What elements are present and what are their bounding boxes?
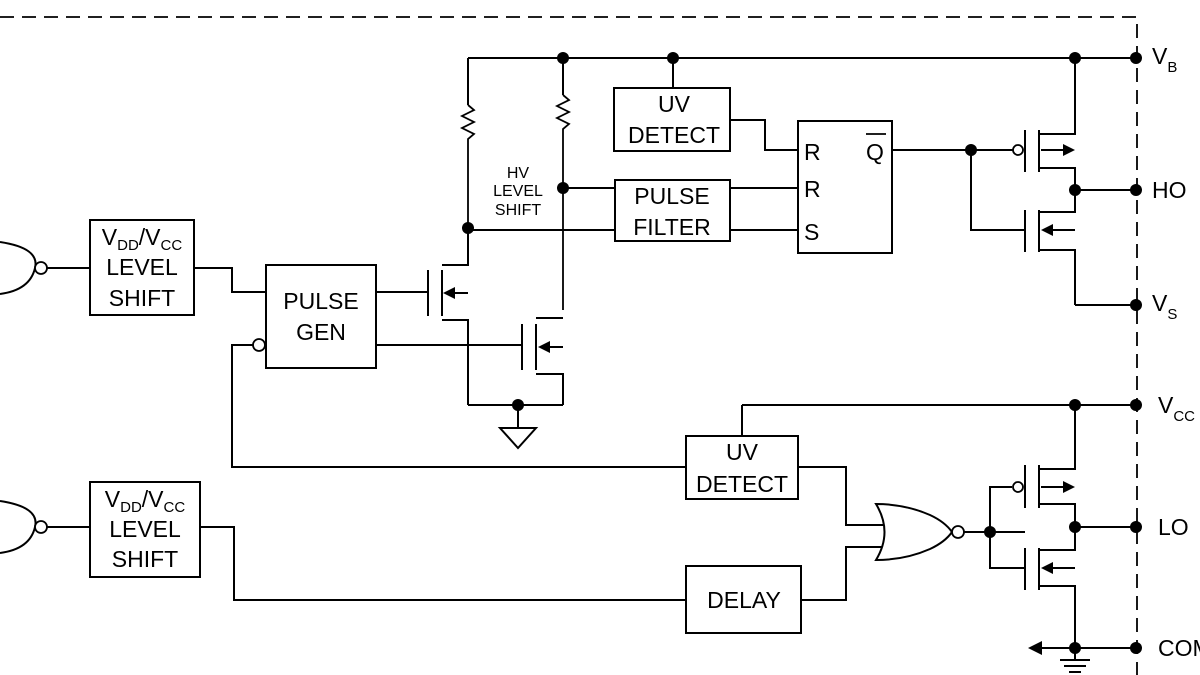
pin-vs: VS [1130, 290, 1177, 323]
latch-r1: R [804, 139, 821, 165]
pin-ho: HO [1130, 177, 1187, 203]
svg-text:VCC: VCC [1158, 392, 1195, 425]
svg-text:HV: HV [507, 165, 530, 182]
rs-latch: R R S Q [797, 120, 1025, 254]
uv-detect-bottom-block: UV DETECT [685, 435, 888, 526]
lo-output-stage [1012, 405, 1136, 673]
level-shift-top-line3: SHIFT [109, 285, 175, 311]
uv-detect-bottom-line1: UV [726, 439, 759, 465]
svg-text:LO: LO [1158, 514, 1189, 540]
pin-lo: LO [1130, 514, 1189, 540]
nor-gate [874, 486, 1025, 569]
package-boundary [0, 16, 1138, 675]
level-shift-bottom-block: VDD/VCC LEVEL SHIFT [89, 481, 686, 601]
svg-text:VDD/VCC: VDD/VCC [105, 486, 186, 516]
input-gate-bottom [0, 500, 90, 554]
latch-s: S [804, 219, 819, 245]
svg-text:SHIFT: SHIFT [495, 202, 541, 219]
uv-detect-top-block: UV DETECT [613, 87, 798, 152]
ground-symbol [468, 399, 563, 450]
pin-vcc: VCC [1130, 392, 1195, 425]
delay-label: DELAY [707, 587, 781, 613]
pin-com: COM [1130, 635, 1200, 661]
vb-rail [467, 52, 1136, 105]
svg-text:LEVEL: LEVEL [493, 183, 543, 200]
pulse-filter-line2: FILTER [633, 214, 711, 240]
uv-detect-top-line2: DETECT [628, 122, 720, 148]
uv-detect-bottom-line2: DETECT [696, 471, 788, 497]
hv-mosfet-right [521, 317, 564, 405]
vcc-rail [741, 399, 1136, 436]
pulse-gen-block: PULSE GEN [231, 264, 686, 468]
level-shift-bottom-line3: SHIFT [112, 546, 178, 572]
svg-text:VDD/VCC: VDD/VCC [102, 224, 183, 254]
svg-text:VB: VB [1152, 43, 1177, 76]
pulse-gen-line2: GEN [296, 319, 346, 345]
ho-output-stage [1012, 58, 1136, 306]
level-shift-top-block: VDD/VCC LEVEL SHIFT [89, 219, 266, 316]
pulse-filter-line1: PULSE [634, 183, 709, 209]
delay-block: DELAY [685, 546, 888, 634]
input-gate-top [0, 241, 90, 295]
hv-level-shift-label: HV LEVEL SHIFT [493, 165, 543, 219]
resistor-left [459, 104, 477, 228]
uv-detect-top-line1: UV [658, 91, 691, 117]
pulse-gen-line1: PULSE [283, 288, 358, 314]
resistor-right [554, 94, 572, 310]
level-shift-top-line2: LEVEL [106, 254, 178, 280]
pin-vb: VB [1130, 43, 1177, 76]
svg-text:VS: VS [1152, 290, 1177, 323]
svg-text:COM: COM [1158, 635, 1200, 661]
level-shift-bottom-line2: LEVEL [109, 516, 181, 542]
hv-mosfet-left [427, 228, 469, 405]
latch-r2: R [804, 176, 821, 202]
latch-q: Q [866, 139, 884, 165]
svg-text:HO: HO [1152, 177, 1187, 203]
